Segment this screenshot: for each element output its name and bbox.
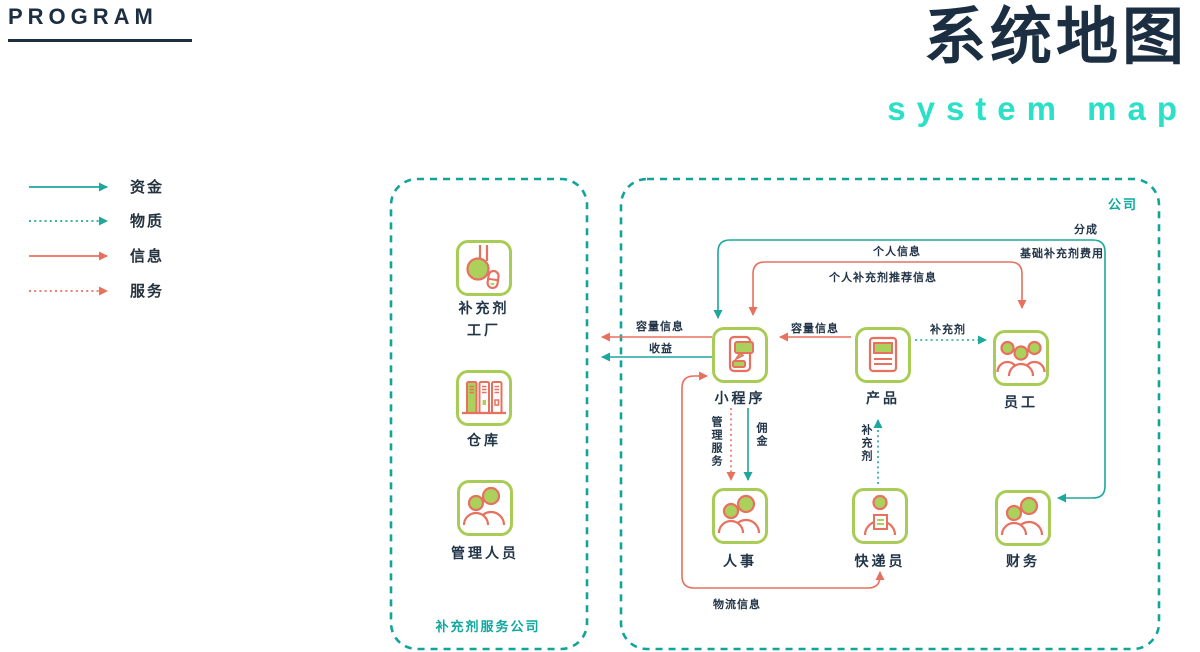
flow-label-supplement-up: 补充剂: [860, 424, 872, 463]
legend-item-material: 物质: [28, 210, 164, 231]
node-hr: [712, 488, 768, 544]
funds-arrow-icon: [29, 182, 108, 191]
node-miniapp: [712, 327, 768, 383]
factory-label-line2: 工厂: [467, 322, 501, 338]
legend-label: 信息: [130, 248, 165, 265]
product-label: 产品: [866, 390, 900, 406]
product-icon: [868, 336, 898, 373]
finance-icon: [1000, 496, 1044, 536]
node-courier: [852, 488, 908, 544]
courier-icon: [863, 494, 897, 536]
legend-item-service: 服务: [28, 280, 164, 301]
page-title: 系统地图: [923, 3, 1188, 72]
managers-label: 管理人员: [451, 545, 519, 561]
hr-label: 人事: [723, 553, 757, 569]
right-group-caption: 公司: [1108, 197, 1139, 212]
flow-label-capacity-product: 容量信息: [791, 323, 839, 335]
page-subtitle: system map: [887, 90, 1188, 127]
flow-label-revenue: 收益: [649, 343, 673, 355]
flow-label-commission: 佣金: [755, 422, 767, 448]
factory-icon: [466, 245, 500, 290]
flow-logistics-line: [681, 371, 885, 589]
node-employee: [993, 330, 1049, 386]
flow-label-logistics: 物流信息: [713, 599, 761, 611]
flow-label-share: 分成: [1074, 224, 1098, 236]
employee-icon: [996, 340, 1046, 377]
flow-label-personal-info: 个人信息: [873, 246, 921, 258]
courier-label: 快递员: [854, 553, 906, 569]
information-arrow-icon: [29, 251, 108, 260]
miniapp-label: 小程序: [714, 390, 766, 406]
service-arrow-icon: [29, 286, 108, 295]
factory-label-line1: 补充剂: [458, 300, 510, 316]
material-arrow-icon: [29, 216, 108, 225]
node-product: [855, 327, 911, 383]
miniapp-icon: [728, 335, 754, 373]
legend-item-funds: 资金: [28, 176, 164, 197]
warehouse-icon: [462, 381, 506, 415]
flow-label-management-service: 管理服务: [710, 416, 722, 468]
flow-label-recommendation: 个人补充剂推荐信息: [829, 272, 937, 284]
warehouse-label: 仓库: [467, 432, 501, 448]
legend-label: 服务: [130, 283, 165, 300]
legend-label: 资金: [130, 179, 165, 196]
flow-label-supplement-right: 补充剂: [930, 324, 966, 336]
node-finance: [995, 490, 1051, 546]
node-managers: [457, 480, 513, 536]
legend-label: 物质: [130, 213, 165, 230]
flow-label-capacity-out: 容量信息: [636, 321, 684, 333]
finance-label: 财务: [1006, 553, 1040, 569]
legend-item-information: 信息: [28, 245, 164, 266]
program-kicker: PROGRAM: [8, 4, 192, 42]
managers-icon: [462, 486, 506, 526]
node-warehouse: [456, 370, 512, 426]
flow-label-base-fee: 基础补充剂费用: [1020, 248, 1104, 260]
left-group-caption: 补充剂服务公司: [435, 619, 541, 634]
hr-icon: [717, 494, 761, 534]
employee-label: 员工: [1004, 394, 1038, 410]
node-factory: [456, 240, 512, 296]
